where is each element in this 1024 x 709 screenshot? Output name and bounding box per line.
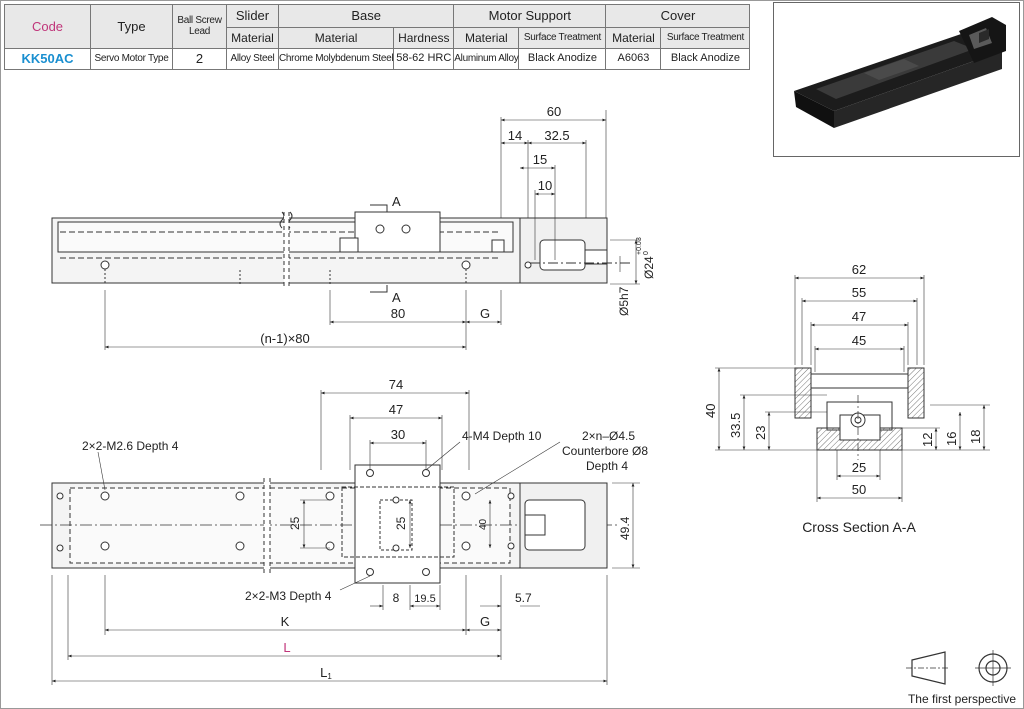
top-view [51,110,640,350]
top-dim-10: 10 [538,178,552,193]
bot-note-cdepth: Depth 4 [586,459,628,473]
cell-lead: 2 [172,48,227,70]
cell-motor-treatment: Black Anodize [518,48,607,70]
bot-dim-25b: 25 [394,516,408,530]
cell-code: KK50AC [4,48,91,70]
section-caption: Cross Section A-A [802,519,916,535]
header-motor-treatment: Surface Treatment [518,27,607,49]
product-photo [773,2,1020,157]
bot-dim-8: 8 [393,591,400,605]
header-lead-line1: Ball Screw [177,15,222,26]
sec-dim-18: 18 [968,430,983,444]
bot-dim-25a: 25 [288,516,302,530]
section-cover-left [794,367,812,419]
header-motor-material: Material [453,27,520,49]
top-view-labels: 60 14 32.5 15 10 A A 80 G (n-1)×80 Ø24 +… [260,104,656,346]
bot-dim-L1-sub: 1 [327,672,332,681]
top-dim-pitch: (n-1)×80 [260,331,310,346]
bot-dim-47: 47 [389,402,403,417]
cell-base-material: Chrome Molybdenum Steel [277,48,395,70]
header-slider: Slider [226,4,279,28]
cross-section-labels: 62 55 47 45 40 33.5 23 12 16 18 25 50 Cr… [703,262,983,535]
sec-dim-12: 12 [920,433,935,447]
sec-dim-40: 40 [703,404,718,418]
sec-dim-55: 55 [852,285,866,300]
first-angle-projection-icon [906,650,1011,686]
top-dim-14: 14 [508,128,522,143]
cell-base-hardness: 58-62 HRC [393,48,455,70]
bot-dim-49-4: 49.4 [618,516,632,540]
header-lead-line2: Lead [188,25,211,37]
bot-note-m26: 2×2-M2.6 Depth 4 [82,439,179,453]
bot-dim-L: L [283,640,290,655]
cell-type: Servo Motor Type [90,48,173,70]
bot-dim-30: 30 [391,427,405,442]
bot-note-hole: 2×n–Ø4.5 [582,429,635,443]
bot-dim-19-5: 19.5 [414,593,435,605]
header-cover: Cover [605,4,751,28]
bottom-view [40,390,640,685]
bot-dim-40: 40 [478,518,489,530]
perspective-label: The first perspective [908,692,1016,706]
header-motor-support: Motor Support [453,4,607,28]
cell-motor-material: Aluminum Alloy [453,48,520,70]
sec-dim-50: 50 [852,482,866,497]
sec-dim-62: 62 [852,262,866,277]
bot-dim-74: 74 [389,377,403,392]
top-dia-24: Ø24 [642,256,656,279]
sec-dim-23: 23 [753,426,768,440]
section-mark-bottom: A [392,290,401,305]
top-dim-32-5: 32.5 [544,128,569,143]
sec-dim-45: 45 [852,333,866,348]
header-base-hardness: Hardness [393,27,455,49]
top-dim-G: G [480,306,490,321]
sec-dim-33-5: 33.5 [728,413,743,438]
header-base-material: Material [277,27,395,49]
top-dim-15: 15 [533,152,547,167]
bot-note-cbore: Counterbore Ø8 [562,444,648,458]
top-view-slider [354,211,441,253]
sec-dim-47: 47 [852,309,866,324]
cross-section [715,275,990,502]
top-dia-24-tol: +0.03 [636,237,643,255]
header-base: Base [277,4,455,28]
sec-dim-25: 25 [852,460,866,475]
bot-dim-L1-main: L [320,665,327,680]
section-mark-top: A [392,194,401,209]
sec-dim-16: 16 [944,432,959,446]
bot-dim-5-7: 5.7 [515,591,532,605]
header-cover-material: Material [605,27,662,49]
top-dia-24-tol2: 0 [643,251,650,255]
bot-dim-G: G [480,614,490,629]
cell-slider-material: Alloy Steel [226,48,279,70]
section-cover-right [907,367,925,419]
bot-note-m4: 4-M4 Depth 10 [462,429,542,443]
actuator-photo-illustration [794,17,1006,128]
bot-dim-L1: L1 [320,665,332,681]
bottom-view-slider [354,464,441,584]
bot-dim-K: K [281,614,290,629]
header-cover-treatment: Surface Treatment [660,27,751,49]
cell-cover-treatment: Black Anodize [660,48,751,70]
bot-note-m3: 2×2-M3 Depth 4 [245,589,332,603]
bottom-view-labels: 74 47 30 2×2-M2.6 Depth 4 4-M4 Depth 10 … [82,377,648,681]
top-dim-60: 60 [547,104,561,119]
cell-cover-material: A6063 [605,48,662,70]
top-dim-80: 80 [391,306,405,321]
top-dia-5: Ø5h7 [617,286,631,316]
